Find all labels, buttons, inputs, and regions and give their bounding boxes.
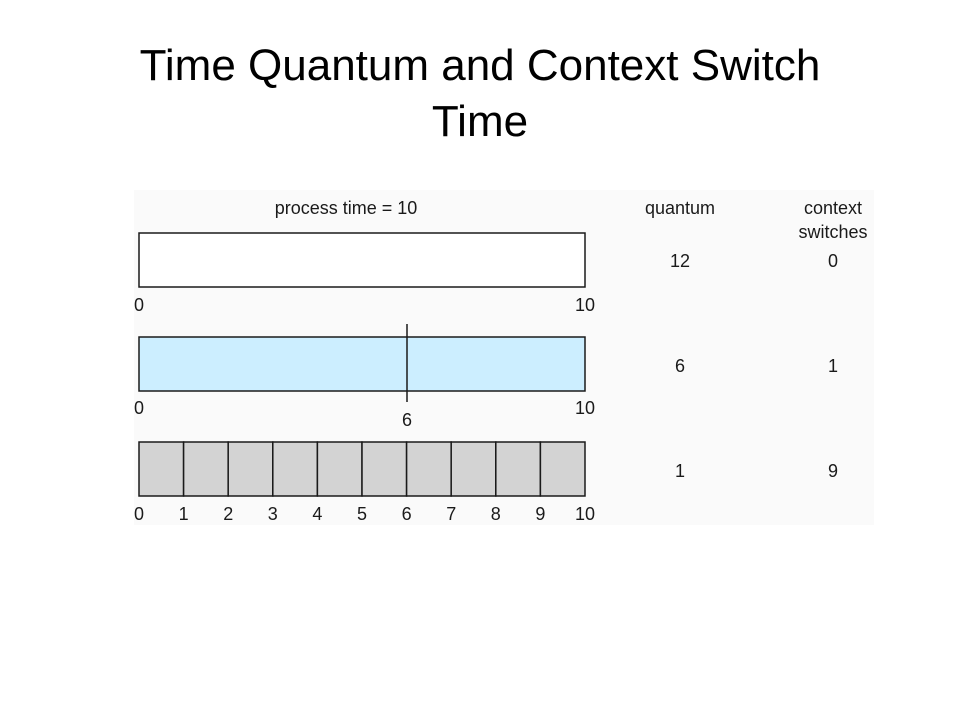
row3-segment [182, 441, 229, 497]
row3-tick-label: 0 [134, 504, 144, 524]
row3-segment [316, 441, 363, 497]
row1-tick-end: 10 [575, 295, 595, 315]
row3-tick-label: 10 [575, 504, 595, 524]
row3-tick-label: 6 [402, 504, 412, 524]
slide-title-line-2: Time [431, 97, 529, 146]
row1-tick-start: 0 [134, 295, 144, 315]
row2-quantum-value: 6 [675, 356, 685, 376]
row3-segment [272, 441, 319, 497]
context-switches-header-line-1: context [804, 198, 862, 218]
row3-quantum-value: 1 [675, 461, 685, 481]
context-switches-header-line-2: switches [798, 222, 867, 242]
row3-segment [539, 441, 586, 497]
row2-context-switches-value: 1 [828, 356, 838, 376]
row3-segment [495, 441, 542, 497]
row2-tick-mid: 6 [402, 410, 412, 430]
row2-tick-start: 0 [134, 398, 144, 418]
row2-tick-end: 10 [575, 398, 595, 418]
row3-ticks: 0 1 2 3 4 5 6 7 8 9 10 [134, 504, 595, 524]
row3-tick-label: 1 [179, 504, 189, 524]
row3-tick-label: 7 [446, 504, 456, 524]
row3-segment [227, 441, 274, 497]
row3-tick-label: 5 [357, 504, 367, 524]
row3-tick-label: 3 [268, 504, 278, 524]
quantum-diagram-svg: process time = 10 quantum context switch… [134, 198, 868, 524]
process-time-label: process time = 10 [275, 198, 418, 218]
quantum-header: quantum [645, 198, 715, 218]
row3-tick-label: 9 [535, 504, 545, 524]
row3-segments [138, 441, 586, 497]
row3-segment [405, 441, 452, 497]
row3-tick-label: 4 [312, 504, 322, 524]
quantum-diagram: process time = 10 quantum context switch… [134, 190, 874, 525]
row1-context-switches-value: 0 [828, 251, 838, 271]
row3-tick-label: 8 [491, 504, 501, 524]
bar-quantum-6 [138, 336, 586, 392]
row1-quantum-value: 12 [670, 251, 690, 271]
row3-segment [450, 441, 497, 497]
row3-segment [138, 441, 185, 497]
row3-context-switches-value: 9 [828, 461, 838, 481]
slide-title: Time Quantum and Context Switch Time [0, 38, 960, 150]
bar-quantum-12 [138, 232, 586, 288]
row3-tick-label: 2 [223, 504, 233, 524]
slide-title-line-1: Time Quantum and Context Switch [139, 41, 821, 90]
row3-segment [361, 441, 408, 497]
